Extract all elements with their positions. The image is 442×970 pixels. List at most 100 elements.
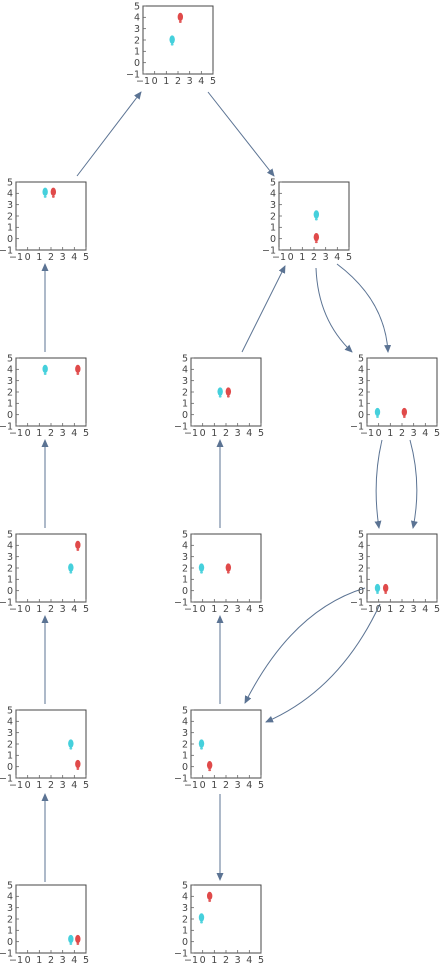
x-tick-label: −1 bbox=[184, 428, 198, 439]
y-tick-label: 4 bbox=[7, 189, 13, 200]
y-tick-label: 4 bbox=[7, 892, 13, 903]
y-tick-label: 1 bbox=[182, 926, 188, 937]
y-tick-label: 4 bbox=[182, 892, 188, 903]
x-tick-label: 4 bbox=[71, 252, 77, 263]
x-tick-label: 2 bbox=[311, 252, 317, 263]
y-tick-label: 5 bbox=[270, 177, 276, 188]
y-tick-label: 3 bbox=[182, 552, 188, 563]
y-tick-label: 5 bbox=[182, 880, 188, 891]
x-tick-label: 5 bbox=[258, 604, 264, 615]
y-tick-label: 2 bbox=[7, 914, 13, 925]
x-tick-label: −1 bbox=[184, 955, 198, 966]
x-tick-label: 3 bbox=[187, 76, 193, 87]
x-tick-label: 3 bbox=[235, 780, 241, 791]
x-tick-label: 4 bbox=[422, 428, 428, 439]
x-tick-label: 4 bbox=[246, 604, 252, 615]
y-tick-label: 1 bbox=[134, 47, 140, 58]
x-tick-label: 3 bbox=[60, 604, 66, 615]
x-tick-label: −1 bbox=[136, 76, 150, 87]
x-tick-label: 5 bbox=[258, 428, 264, 439]
x-tick-label: 5 bbox=[258, 780, 264, 791]
edge-n2-n5-a bbox=[315, 267, 353, 353]
y-tick-label: 5 bbox=[7, 880, 13, 891]
y-tick-label: −1 bbox=[0, 773, 13, 784]
x-tick-label: 1 bbox=[36, 604, 42, 615]
y-tick-label: 0 bbox=[7, 762, 13, 773]
player-marker-2 bbox=[401, 407, 408, 419]
y-tick-label: 0 bbox=[182, 762, 188, 773]
y-tick-label: 0 bbox=[358, 410, 364, 421]
player-marker-1 bbox=[217, 387, 223, 398]
x-tick-label: −1 bbox=[9, 604, 23, 615]
x-tick-label: 0 bbox=[25, 252, 31, 263]
edge-n8-n10-b bbox=[265, 603, 381, 723]
y-tick-label: 4 bbox=[358, 365, 364, 376]
player-marker-2 bbox=[75, 540, 81, 551]
player-marker-1 bbox=[198, 563, 205, 574]
x-tick-label: 5 bbox=[83, 955, 89, 966]
x-tick-label: 4 bbox=[71, 428, 77, 439]
y-tick-label: 0 bbox=[7, 937, 13, 948]
y-tick-label: 3 bbox=[358, 552, 364, 563]
y-tick-label: 1 bbox=[182, 575, 188, 586]
y-tick-label: 2 bbox=[182, 914, 188, 925]
x-tick-label: −1 bbox=[360, 428, 374, 439]
y-tick-label: 2 bbox=[7, 563, 13, 574]
player-marker-1 bbox=[313, 210, 320, 221]
y-tick-label: 0 bbox=[7, 586, 13, 597]
player-marker-1 bbox=[198, 739, 205, 750]
x-tick-label: 5 bbox=[210, 76, 216, 87]
x-tick-label: 2 bbox=[48, 252, 54, 263]
x-tick-label: 5 bbox=[83, 252, 89, 263]
x-tick-label: 5 bbox=[83, 604, 89, 615]
y-tick-label: 5 bbox=[182, 529, 188, 540]
y-tick-label: −1 bbox=[174, 421, 188, 432]
y-tick-label: 0 bbox=[7, 410, 13, 421]
x-tick-label: 4 bbox=[246, 955, 252, 966]
y-tick-label: 5 bbox=[182, 705, 188, 716]
x-tick-label: 1 bbox=[163, 76, 169, 87]
y-tick-label: 4 bbox=[182, 365, 188, 376]
y-tick-label: 4 bbox=[7, 541, 13, 552]
y-tick-label: 4 bbox=[134, 13, 140, 24]
y-tick-label: 0 bbox=[270, 234, 276, 245]
x-tick-label: −1 bbox=[9, 252, 23, 263]
y-tick-label: 5 bbox=[7, 177, 13, 188]
x-tick-label: 3 bbox=[411, 604, 417, 615]
x-tick-label: 1 bbox=[211, 955, 217, 966]
y-tick-label: 5 bbox=[182, 353, 188, 364]
x-tick-label: −1 bbox=[9, 780, 23, 791]
y-tick-label: 0 bbox=[134, 58, 140, 69]
x-tick-label: 0 bbox=[25, 780, 31, 791]
y-tick-label: 3 bbox=[134, 24, 140, 35]
player-marker-1 bbox=[42, 364, 48, 375]
edge-n5-n8-b bbox=[409, 439, 418, 529]
y-tick-label: −1 bbox=[0, 597, 13, 608]
player-marker-1 bbox=[68, 739, 74, 750]
player-marker-2 bbox=[225, 387, 232, 398]
player-marker-2 bbox=[177, 12, 184, 23]
edge-n2-n5-b bbox=[336, 263, 392, 353]
y-tick-label: 4 bbox=[182, 541, 188, 552]
y-tick-label: 1 bbox=[7, 751, 13, 762]
y-tick-label: −1 bbox=[126, 69, 140, 80]
y-tick-label: 2 bbox=[270, 211, 276, 222]
edge-n1-n0 bbox=[76, 91, 142, 177]
y-tick-label: 5 bbox=[7, 705, 13, 716]
x-tick-label: 5 bbox=[434, 604, 440, 615]
y-tick-label: 2 bbox=[358, 563, 364, 574]
y-tick-label: 3 bbox=[7, 903, 13, 914]
plot-frame bbox=[15, 884, 87, 954]
player-marker-2 bbox=[225, 563, 232, 574]
plot-frame bbox=[15, 357, 87, 427]
x-tick-label: 0 bbox=[25, 604, 31, 615]
y-tick-label: 3 bbox=[270, 200, 276, 211]
x-tick-label: 0 bbox=[200, 780, 206, 791]
player-marker-1 bbox=[374, 583, 381, 595]
y-tick-label: 5 bbox=[7, 353, 13, 364]
